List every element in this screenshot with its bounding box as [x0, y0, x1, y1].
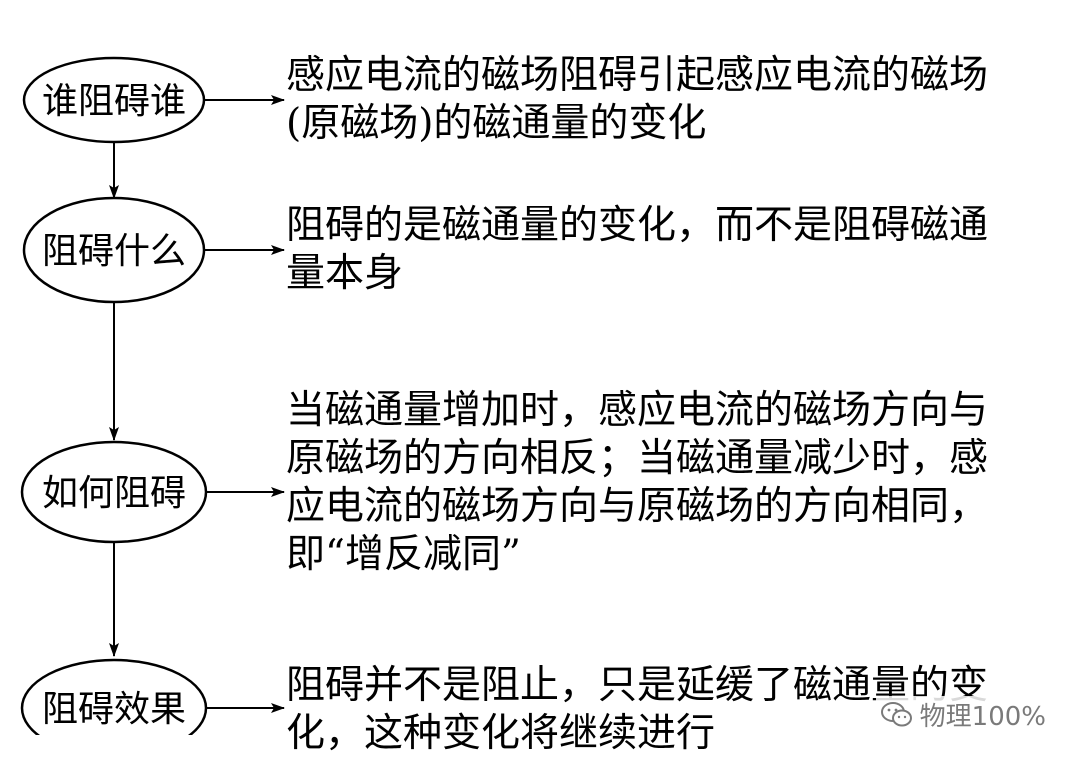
- node-what-is-impeded: 阻碍什么: [22, 196, 206, 304]
- description-line: 应电流的磁场方向与原磁场的方向相同，: [286, 484, 989, 529]
- node-label: 谁阻碍谁: [42, 81, 186, 122]
- description-who-impedes-whom: 感应电流的磁场阻碍引起感应电流的磁场 (原磁场)的磁通量的变化: [286, 52, 1026, 148]
- node-impede-effect: 阻碍效果: [20, 658, 208, 735]
- node-label: 阻碍什么: [42, 231, 186, 272]
- node-label: 阻碍效果: [42, 689, 186, 730]
- description-line: 阻碍并不是阻止，只是延缓了磁通量的变: [286, 663, 989, 708]
- watermark-text: 物理100%: [919, 702, 1046, 732]
- description-line: 当磁通量增加时，感应电流的磁场方向与: [286, 388, 989, 433]
- flow-diagram: 谁阻碍谁 阻碍什么 如何阻碍 阻碍效果: [20, 56, 285, 735]
- wechat-icon: [880, 701, 914, 729]
- description-what-is-impeded: 阻碍的是磁通量的变化，而不是阻碍磁通 量本身: [286, 202, 1026, 298]
- description-line: 原磁场的方向相反；当磁通量减少时，感: [286, 436, 989, 481]
- description-line: 即“增反减同”: [286, 532, 521, 577]
- watermark: 物理100%: [875, 696, 1050, 733]
- node-who-impedes-whom: 谁阻碍谁: [22, 56, 206, 144]
- node-label: 如何阻碍: [42, 473, 186, 514]
- description-line: 量本身: [286, 251, 404, 296]
- description-how-to-impede: 当磁通量增加时，感应电流的磁场方向与 原磁场的方向相反；当磁通量减少时，感 应电…: [286, 387, 1026, 579]
- description-line: 感应电流的磁场阻碍引起感应电流的磁场: [286, 53, 989, 98]
- description-line: (原磁场)的磁通量的变化: [286, 101, 707, 146]
- node-how-to-impede: 如何阻碍: [20, 440, 208, 544]
- description-line: 阻碍的是磁通量的变化，而不是阻碍磁通: [286, 203, 989, 248]
